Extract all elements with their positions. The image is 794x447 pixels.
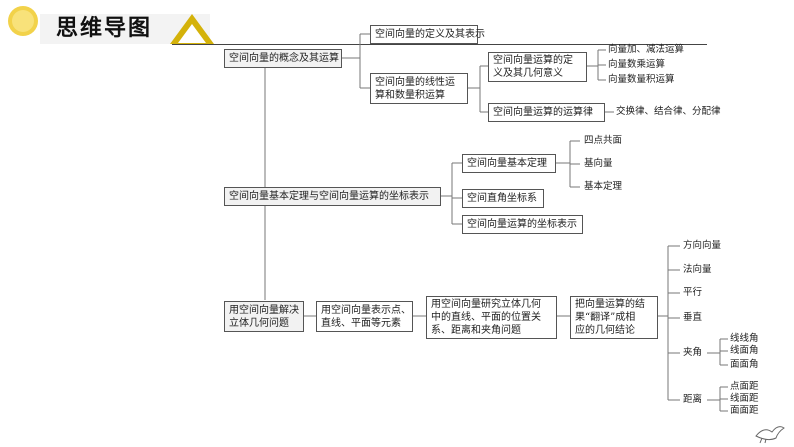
- leaf-basis-vectors: 基向量: [584, 158, 613, 169]
- node-label: 空间向量基本定理: [467, 158, 547, 169]
- node-coordinate-representation: 空间向量运算的坐标表示: [462, 215, 583, 234]
- step-label-line: 直线、平面等元素: [321, 317, 401, 329]
- step-label-line: 用空间向量表示点、: [321, 304, 411, 316]
- node-definition-representation: 空间向量的定义及其表示: [370, 25, 485, 44]
- leaf-line-line-angle: 线线角: [730, 333, 759, 344]
- leaf-plane-plane-distance: 面面距: [730, 405, 759, 416]
- branch-basis-theorem-coordinates: 空间向量基本定理与空间向量运算的坐标表示: [224, 187, 441, 206]
- leaf-dot-product: 向量数量积运算: [608, 74, 675, 85]
- node-linear-dot-operations: 空间向量的线性运 算和数量积运算: [370, 73, 468, 104]
- node-coordinate-system: 空间直角坐标系: [462, 189, 544, 208]
- leaf-parallel: 平行: [683, 287, 703, 298]
- leaf-direction-vector: 方向向量: [683, 240, 722, 251]
- step-label-line: 系、距离和夹角问题: [431, 325, 521, 336]
- node-label-line: 义及其几何意义: [493, 68, 563, 79]
- step-label-line: 中的直线、平面的位置关: [431, 312, 541, 323]
- node-basis-theorem: 空间向量基本定理: [462, 154, 556, 173]
- node-operation-laws: 空间向量运算的运算律: [488, 103, 605, 122]
- step-represent-elements: 用空间向量表示点、 直线、平面等元素: [316, 301, 413, 332]
- node-label-line: 空间向量的线性运: [375, 76, 455, 88]
- leaf-add-subtract: 向量加、减法运算: [608, 44, 685, 55]
- step-label-line: 果“翻译”成相: [575, 312, 636, 323]
- branch-label-line: 用空间向量解决: [229, 304, 299, 316]
- leaf-laws: 交换律、结合律、分配律: [616, 106, 721, 117]
- step-label-line: 把向量运算的结: [575, 299, 645, 310]
- node-label-line: 算和数量积运算: [375, 89, 445, 101]
- leaf-normal-vector: 法向量: [683, 264, 712, 275]
- branch-label: 空间向量的概念及其运算: [229, 53, 339, 64]
- leaf-four-points-coplanar: 四点共面: [584, 135, 623, 146]
- title-underline: [172, 44, 707, 45]
- leaf-scalar-multiply: 向量数乘运算: [608, 59, 666, 70]
- page-title: 思维导图: [56, 16, 153, 41]
- node-label: 空间直角坐标系: [467, 193, 537, 204]
- leaf-plane-plane-angle: 面面角: [730, 359, 759, 370]
- header: 思维导图: [0, 0, 794, 50]
- branch-label-line: 立体几何问题: [229, 317, 289, 329]
- leaf-distance: 距离: [683, 394, 703, 405]
- node-label: 空间向量运算的坐标表示: [467, 219, 577, 230]
- step-study-relations: 用空间向量研究立体几何 中的直线、平面的位置关 系、距离和夹角问题: [426, 296, 557, 339]
- branch-concepts-operations: 空间向量的概念及其运算: [224, 49, 342, 68]
- step-translate-results: 把向量运算的结 果“翻译”成相 应的几何结论: [570, 296, 658, 339]
- node-operation-definition-geometry: 空间向量运算的定 义及其几何意义: [488, 52, 587, 82]
- triangle-inner-decoration: [178, 24, 206, 43]
- crane-decoration-icon: [755, 426, 785, 444]
- leaf-line-plane-distance: 线面距: [730, 393, 759, 404]
- leaf-angle: 夹角: [683, 347, 703, 358]
- leaf-point-plane-distance: 点面距: [730, 381, 759, 392]
- node-label: 空间向量的定义及其表示: [375, 29, 485, 40]
- step-label-line: 用空间向量研究立体几何: [431, 299, 541, 310]
- leaf-line-plane-angle: 线面角: [730, 345, 759, 356]
- branch-label: 空间向量基本定理与空间向量运算的坐标表示: [229, 191, 429, 202]
- moon-badge-icon: [8, 6, 38, 36]
- branch-solve-solid-geometry: 用空间向量解决 立体几何问题: [224, 301, 304, 332]
- node-label: 空间向量运算的运算律: [493, 107, 593, 118]
- leaf-basic-theorem: 基本定理: [584, 181, 623, 192]
- node-label-line: 空间向量运算的定: [493, 55, 573, 66]
- step-label-line: 应的几何结论: [575, 325, 635, 336]
- leaf-perpendicular: 垂直: [683, 312, 703, 323]
